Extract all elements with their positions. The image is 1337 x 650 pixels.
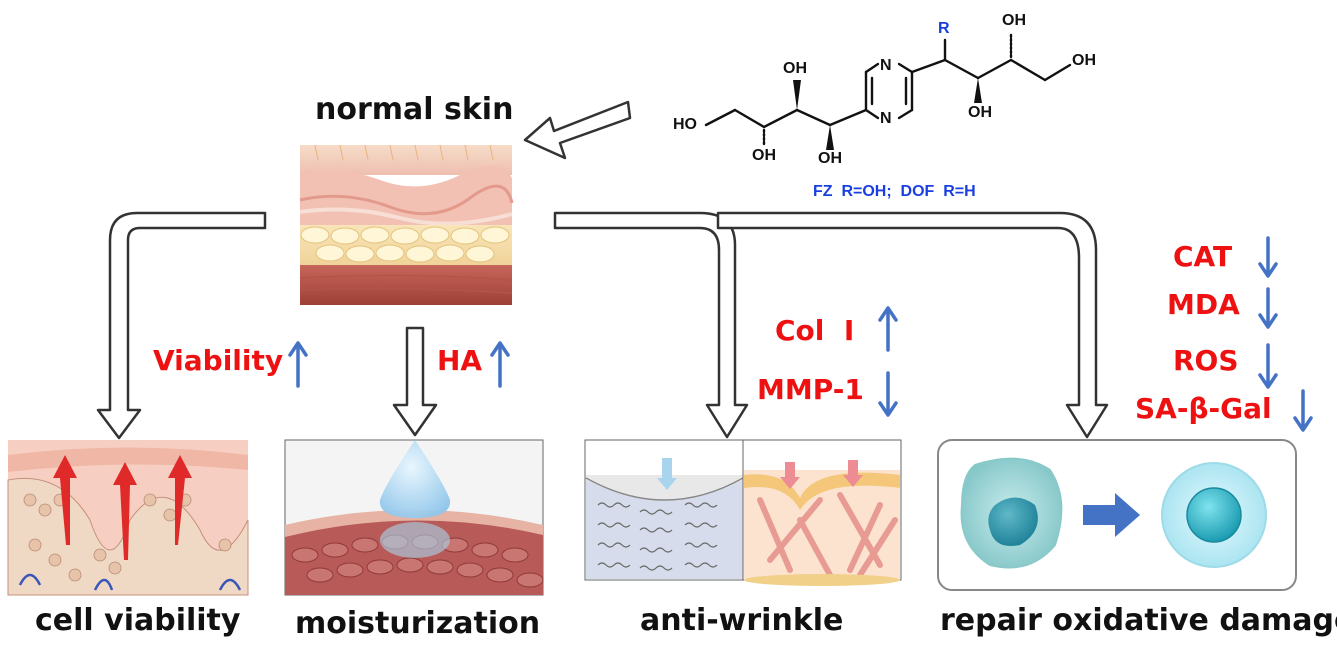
- oxidative-repair-illustration: [937, 439, 1297, 591]
- marker-mmp-1: MMP-1: [757, 373, 864, 406]
- normal-skin-title: normal skin: [315, 92, 514, 127]
- atom-label: OH: [1002, 12, 1026, 29]
- marker-mda: MDA: [1167, 288, 1240, 321]
- atom-label: HO: [673, 116, 697, 133]
- transition-arrow: [1083, 493, 1140, 537]
- flow-arrows: [96, 211, 1109, 440]
- substituent-r-label: R: [938, 20, 950, 37]
- atom-label: OH: [968, 104, 992, 121]
- marker-ros: ROS: [1173, 344, 1239, 377]
- marker-sa-beta-gal: SA-β-Gal: [1135, 392, 1272, 425]
- outcome-label-moisturization: moisturization: [295, 606, 541, 641]
- atom-label: N: [880, 57, 892, 74]
- marker-cat: CAT: [1173, 240, 1233, 273]
- outcome-label-cell-viability: cell viability: [35, 603, 241, 638]
- molecule-caption: FZ R=OH; DOF R=H: [813, 183, 976, 200]
- chemical-structure: [704, 33, 1072, 150]
- moisturization-illustration: [284, 439, 544, 596]
- marker-col-i: Col I: [775, 314, 855, 347]
- atom-label: N: [880, 110, 892, 127]
- outcome-label-repair-oxidative-damage: repair oxidative damage: [940, 603, 1337, 638]
- outcome-label-anti-wrinkle: anti-wrinkle: [640, 603, 844, 638]
- molecule-to-skin-arrow: [523, 100, 632, 160]
- marker-ha: HA: [437, 344, 483, 377]
- atom-label: OH: [1072, 52, 1096, 69]
- anti-wrinkle-illustration: [584, 439, 902, 586]
- atom-label: OH: [818, 150, 842, 167]
- cell-viability-illustration: [7, 440, 249, 596]
- marker-viability: Viability: [153, 344, 284, 377]
- normal-skin-illustration: [299, 144, 514, 305]
- atom-label: OH: [752, 147, 776, 164]
- atom-label: OH: [783, 60, 807, 77]
